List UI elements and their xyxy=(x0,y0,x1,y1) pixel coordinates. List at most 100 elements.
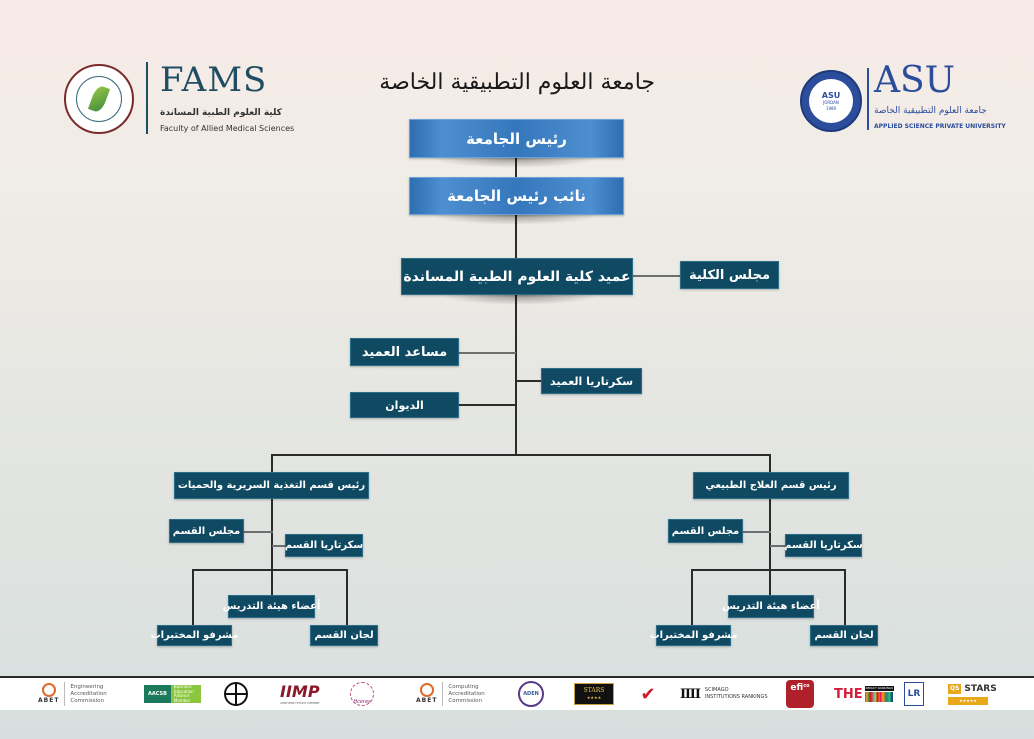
node-label: رئيس قسم التغذية السريرية والحميات xyxy=(177,480,366,491)
node-assistant-dean[interactable]: مساعد العميد xyxy=(350,338,459,366)
aacsb-logo: AACSB Business Education Alliance Member xyxy=(144,678,201,710)
lr-logo: LR xyxy=(904,678,924,710)
abet-line: Commission xyxy=(448,697,482,704)
checkmark-icon: ✔ xyxy=(640,683,656,705)
node-label: سكرتاريا العميد xyxy=(549,374,634,388)
aacsb-line: Education xyxy=(173,688,194,694)
node-committees[interactable]: لجان القسم xyxy=(310,625,378,646)
scimago-line: INSTITUTIONS RANKINGS xyxy=(704,694,768,700)
connector xyxy=(346,569,348,626)
abet-line: Accreditation xyxy=(448,690,485,697)
connector xyxy=(243,531,273,533)
abet-line: Engineering xyxy=(70,683,104,690)
connector xyxy=(271,454,273,473)
connector xyxy=(691,569,693,626)
connector xyxy=(271,454,771,456)
node-label: مشرفو المختبرات xyxy=(150,630,239,641)
node-department-secretariat[interactable]: سكرتاريا القسم xyxy=(285,534,363,557)
connector xyxy=(633,275,681,277)
connector xyxy=(769,454,771,473)
node-dean[interactable]: عميد كلية العلوم الطبية المساندة xyxy=(401,258,633,295)
hceres-logo: Hcéres xyxy=(350,678,374,710)
scimago-logo: ⅢⅠ SCIMAGO INSTITUTIONS RANKINGS xyxy=(680,678,768,710)
node-diwan[interactable]: الديوان xyxy=(350,392,459,418)
connector xyxy=(272,545,286,547)
connector xyxy=(192,569,194,626)
asu-seal-icon: ASU JORDAN 1989 xyxy=(800,70,862,132)
columns-icon: ⅢⅠ xyxy=(680,686,701,702)
node-label: عميد كلية العلوم الطبية المساندة xyxy=(403,268,631,285)
connector xyxy=(458,404,516,406)
asu-seal-year: 1989 xyxy=(825,105,837,111)
connector xyxy=(515,214,517,259)
aden-logo: ADEN xyxy=(518,678,544,710)
node-lab-supervisors[interactable]: مشرفو المختبرات xyxy=(650,625,737,646)
iimp-label: IIMP xyxy=(280,681,320,701)
connector xyxy=(515,157,517,177)
the-label: THE xyxy=(834,686,863,702)
asu-seal-sub: JORDAN xyxy=(823,99,839,105)
node-department-secretariat[interactable]: سكرتاريا القسم xyxy=(784,534,863,557)
connector xyxy=(515,294,517,454)
university-calligraphy-title: جامعة العلوم التطبيقية الخاصة xyxy=(379,70,655,95)
connector xyxy=(271,499,273,596)
abet-label: ABET xyxy=(416,697,438,704)
efi-label: efi xyxy=(790,683,804,693)
connector xyxy=(192,569,348,571)
node-president[interactable]: رئيس الجامعة xyxy=(409,119,624,158)
node-label: الديوان xyxy=(385,398,424,412)
abet-ring-icon xyxy=(41,683,56,697)
node-dean-secretariat[interactable]: سكرتاريا العميد xyxy=(541,368,642,394)
node-label: مجلس القسم xyxy=(172,525,241,537)
check-seal-logo: ✔ xyxy=(638,678,658,710)
stars-label: STARS xyxy=(583,687,605,694)
the-sub: IMPACT RANKINGS xyxy=(864,686,895,691)
hceres-label: Hcéres xyxy=(353,699,371,705)
node-label: نائب رئيس الجامعة xyxy=(447,187,586,205)
aden-label: ADEN xyxy=(523,691,539,697)
aacsb-label: AACSB xyxy=(144,685,171,703)
connector xyxy=(742,531,771,533)
abet-label: ABET xyxy=(38,697,60,704)
node-department-head[interactable]: رئيس قسم التغذية السريرية والحميات xyxy=(174,472,369,499)
abet-divider xyxy=(64,682,66,706)
node-label: مجلس القسم xyxy=(671,525,740,537)
qs-stars-label: STARS xyxy=(964,684,997,694)
node-label: سكرتاريا القسم xyxy=(784,540,863,551)
node-label: سكرتاريا القسم xyxy=(284,540,364,551)
fams-seal-icon xyxy=(64,64,134,134)
abet-divider xyxy=(442,682,444,706)
node-label: مساعد العميد xyxy=(361,344,448,360)
node-faculty-council[interactable]: مجلس الكلية xyxy=(680,261,779,289)
globe-seal-logo xyxy=(224,678,248,710)
node-faculty-members[interactable]: أعضاء هيئة التدريس xyxy=(722,595,820,618)
abet-ring-icon xyxy=(419,683,434,697)
asu-name-en: APPLIED SCIENCE PRIVATE UNIVERSITY xyxy=(874,123,1006,130)
node-faculty-members[interactable]: أعضاء هيئة التدريس xyxy=(223,595,320,618)
sdg-color-bar xyxy=(864,692,893,702)
box-shadow xyxy=(430,215,600,225)
node-label: لجان القسم xyxy=(314,630,374,641)
node-label: رئيس قسم العلاج الطبيعي xyxy=(705,480,837,491)
abet-engineering-logo: ABET Engineering Accreditation Commissio… xyxy=(38,678,107,710)
node-vice-president[interactable]: نائب رئيس الجامعة xyxy=(409,177,624,215)
node-label: رئيس الجامعة xyxy=(466,129,567,148)
node-department-council[interactable]: مجلس القسم xyxy=(668,519,743,543)
asu-acronym: ASU xyxy=(874,60,955,101)
stars-logo: STARS ★★★★ xyxy=(574,678,614,710)
asu-logo-divider xyxy=(867,68,869,130)
connector xyxy=(516,380,542,382)
node-department-council[interactable]: مجلس القسم xyxy=(169,519,244,543)
accreditation-footer: ABET Engineering Accreditation Commissio… xyxy=(0,678,1034,710)
leaf-icon xyxy=(87,84,111,114)
node-label: أعضاء هيئة التدريس xyxy=(722,601,820,612)
lr-label: LR xyxy=(907,689,921,699)
node-label: لجان القسم xyxy=(814,630,874,641)
node-department-head[interactable]: رئيس قسم العلاج الطبيعي xyxy=(693,472,849,499)
globe-icon xyxy=(224,682,248,706)
node-committees[interactable]: لجان القسم xyxy=(810,625,878,646)
node-lab-supervisors[interactable]: مشرفو المختبرات xyxy=(151,625,238,646)
connector xyxy=(769,499,771,596)
box-shadow xyxy=(430,158,600,168)
